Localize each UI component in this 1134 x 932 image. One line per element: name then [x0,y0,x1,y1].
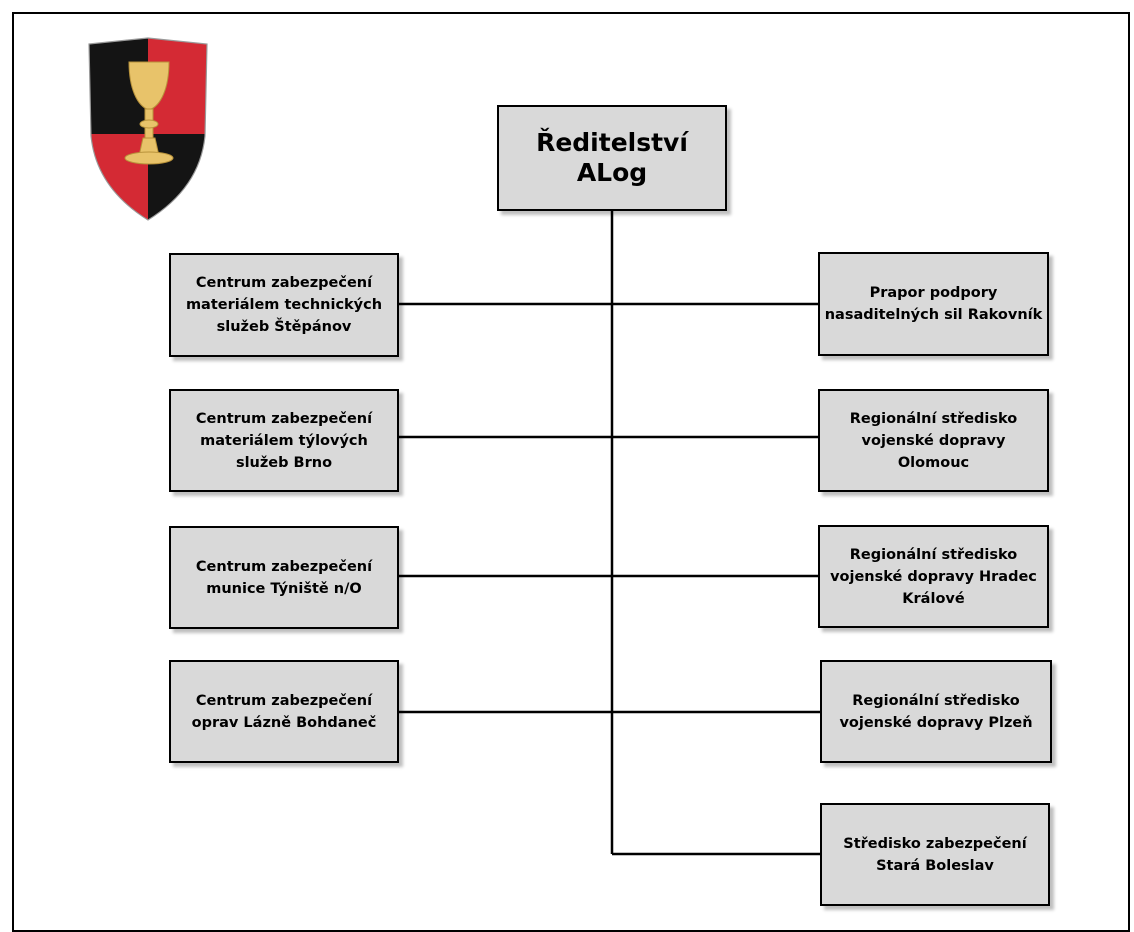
root-node: Ředitelství ALog [497,105,727,211]
unit-node-left-2: Centrum zabezpečení materiálem týlových … [169,389,399,492]
unit-node-label: Centrum zabezpečení materiálem technický… [185,275,383,335]
unit-node-left-1: Centrum zabezpečení materiálem technický… [169,253,399,357]
unit-node-right-5: Středisko zabezpečení Stará Boleslav [820,803,1050,906]
unit-node-right-3: Regionální středisko vojenské dopravy Hr… [818,525,1049,628]
unit-node-label: Prapor podpory nasaditelných sil Rakovní… [824,285,1043,323]
unit-node-label: Centrum zabezpečení munice Týniště n/O [195,558,373,597]
shield-with-chalice-icon [88,37,208,221]
unit-node-label: Centrum zabezpečení oprav Lázně Bohdaneč [191,692,377,731]
unit-node-label: Regionální středisko vojenské dopravy Ol… [849,410,1018,471]
unit-node-label: Regionální středisko vojenské dopravy Pl… [839,692,1033,731]
unit-node-left-4: Centrum zabezpečení oprav Lázně Bohdaneč [169,660,399,763]
unit-node-right-4: Regionální středisko vojenské dopravy Pl… [820,660,1052,763]
unit-node-right-1: Prapor podpory nasaditelných sil Rakovní… [818,252,1049,356]
unit-node-left-3: Centrum zabezpečení munice Týniště n/O [169,526,399,629]
unit-node-label: Regionální středisko vojenské dopravy Hr… [830,546,1037,607]
unit-node-right-2: Regionální středisko vojenské dopravy Ol… [818,389,1049,492]
unit-node-label: Centrum zabezpečení materiálem týlových … [195,410,373,471]
unit-node-label: Středisko zabezpečení Stará Boleslav [843,835,1027,874]
root-node-label: Ředitelství ALog [536,128,688,187]
